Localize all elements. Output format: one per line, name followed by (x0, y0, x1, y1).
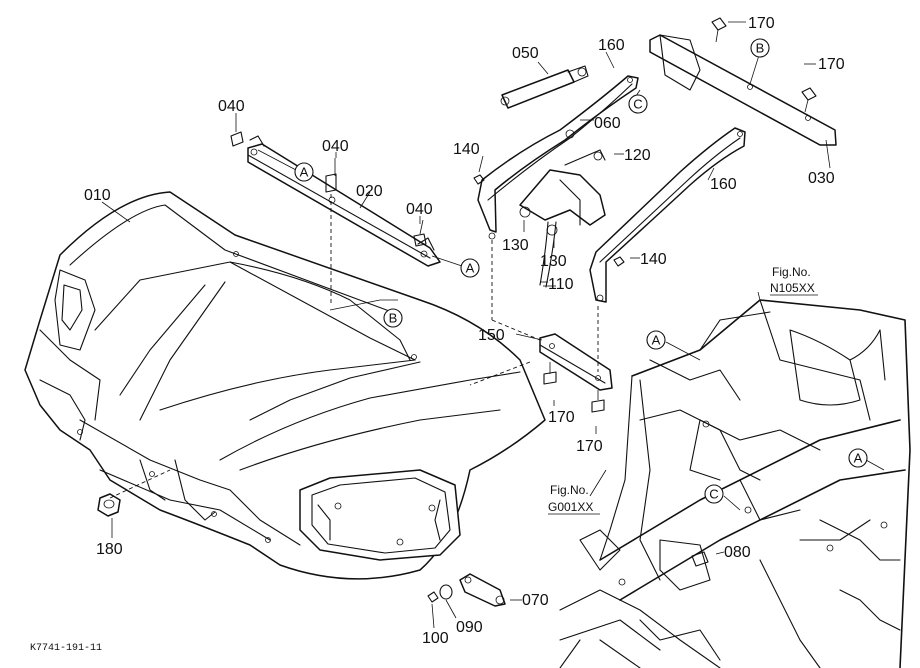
damper-050 (500, 65, 589, 109)
ref-circle-b-2: B (383, 308, 403, 328)
label-120: 120 (624, 147, 651, 164)
svg-text:A: A (300, 165, 309, 180)
ref-circle-a-4: A (848, 448, 868, 468)
label-080: 080 (724, 544, 751, 561)
svg-text:A: A (652, 333, 661, 348)
nut-180 (97, 493, 121, 517)
figure-ref-g001xx[interactable]: Fig.No. G001XX (548, 483, 600, 515)
label-090: 090 (456, 619, 483, 636)
bracket-150 (539, 333, 613, 391)
label-160-b: 160 (710, 176, 737, 193)
label-140-b: 140 (640, 251, 667, 268)
label-100: 100 (422, 630, 449, 647)
label-010: 010 (84, 187, 111, 204)
label-060: 060 (594, 115, 621, 132)
label-030: 030 (808, 170, 835, 187)
label-170-b: 170 (818, 56, 845, 73)
bolt-080 (691, 551, 709, 567)
drawing-code: K7741-191-11 (30, 643, 102, 654)
arm-160-lower (589, 127, 746, 303)
svg-text:B: B (389, 311, 398, 326)
ref-circle-c-1: C (628, 94, 648, 114)
label-040-c: 040 (406, 201, 433, 218)
label-170-a: 170 (748, 15, 775, 32)
fig-ref-title-1: Fig.No. (772, 265, 811, 279)
svg-text:A: A (854, 451, 863, 466)
fig-ref-code-2: G001XX (548, 500, 593, 514)
part-labels: 010 020 030 040 040 040 050 060 070 080 … (84, 15, 845, 647)
bolt-170-lower (543, 362, 605, 413)
fig-ref-title-2: Fig.No. (550, 483, 589, 497)
label-070: 070 (522, 592, 549, 609)
ref-circle-a-2: A (460, 258, 480, 278)
label-140-a: 140 (453, 141, 480, 158)
svg-text:B: B (756, 41, 765, 56)
ref-circle-b-1: B (750, 38, 770, 58)
label-130-a: 130 (502, 237, 529, 254)
leader-lines (101, 21, 885, 629)
label-180: 180 (96, 541, 123, 558)
fig-ref-code-1: N105XX (770, 281, 815, 295)
bracket-030 (649, 34, 837, 146)
ref-circle-a-3: A (646, 330, 666, 350)
label-160-a: 160 (598, 37, 625, 54)
label-130-b: 130 (540, 253, 567, 270)
label-170-d: 170 (576, 438, 603, 455)
svg-text:A: A (466, 261, 475, 276)
nut-100 (427, 591, 439, 603)
figure-ref-n105xx[interactable]: Fig.No. N105XX (770, 265, 818, 296)
hinge-assembly (519, 129, 606, 288)
label-110: 110 (548, 276, 574, 293)
label-170-c: 170 (548, 409, 575, 426)
bracket-070 (459, 573, 506, 607)
label-020: 020 (356, 183, 383, 200)
label-150: 150 (478, 327, 505, 344)
ref-circle-a-1: A (294, 162, 314, 182)
chassis-frame (559, 299, 911, 668)
hood-010 (24, 191, 546, 580)
svg-text:C: C (709, 487, 718, 502)
bolt-040-set (230, 124, 427, 247)
washer-090 (439, 584, 453, 600)
nut-140-set (473, 174, 625, 267)
label-040-a: 040 (218, 98, 245, 115)
label-040-b: 040 (322, 138, 349, 155)
svg-text:C: C (633, 97, 642, 112)
label-050: 050 (512, 45, 539, 62)
bolt-170-top (711, 17, 817, 113)
ref-circle-c-2: C (704, 484, 724, 504)
